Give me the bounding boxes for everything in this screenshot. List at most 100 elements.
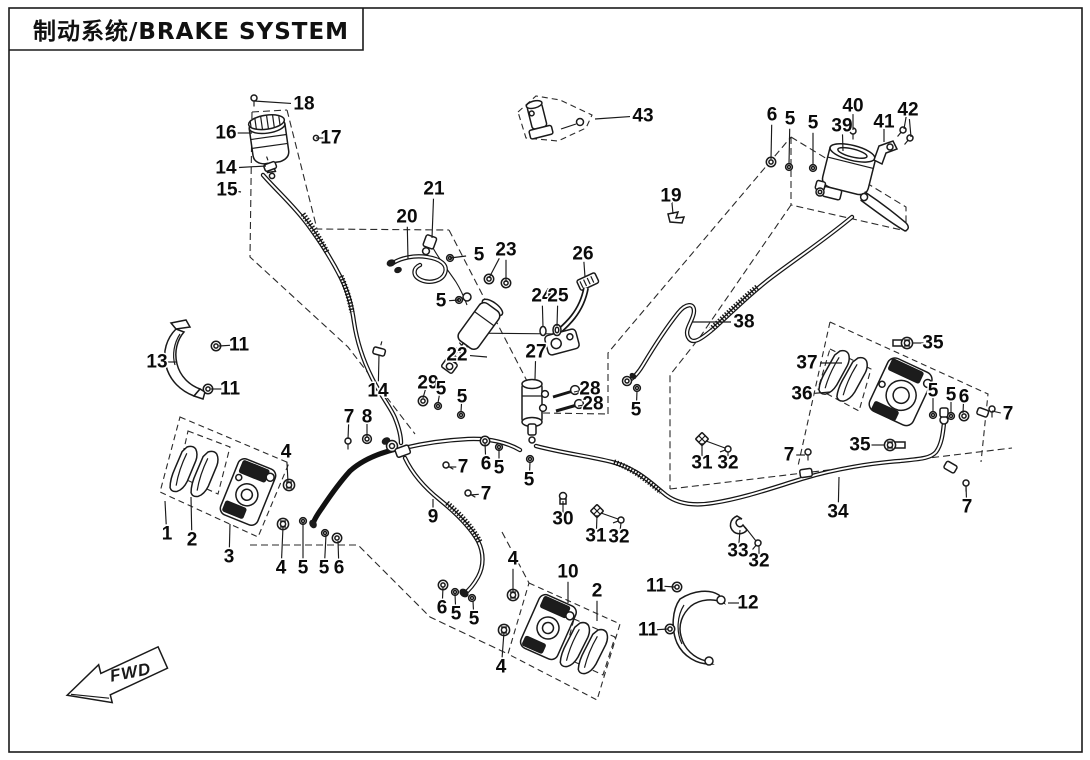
part-number-38: 38 bbox=[733, 312, 754, 333]
part-number-22: 22 bbox=[446, 345, 467, 366]
callout-10: 10 bbox=[556, 560, 580, 603]
callout-34: 34 bbox=[826, 476, 850, 524]
leader-line bbox=[814, 391, 831, 394]
part-number-11: 11 bbox=[229, 335, 250, 356]
switch-43 bbox=[525, 99, 585, 140]
callout-38: 38 bbox=[692, 310, 756, 334]
leader-line bbox=[422, 387, 427, 399]
callout-4: 4 bbox=[494, 631, 508, 679]
callout-15: 15 bbox=[215, 178, 242, 202]
hose-clamp-14a bbox=[263, 156, 278, 172]
part-number-1: 1 bbox=[162, 524, 173, 545]
leader-line bbox=[233, 190, 242, 193]
rear-right-caliper bbox=[868, 357, 933, 427]
part-number-5: 5 bbox=[494, 458, 505, 479]
part-number-23: 23 bbox=[495, 240, 516, 261]
fluid-reservoir bbox=[247, 114, 290, 180]
flange-bolt-7 bbox=[344, 437, 352, 451]
screw-42 bbox=[901, 133, 915, 148]
part-number-41: 41 bbox=[873, 112, 895, 133]
hook-bracket-33 bbox=[729, 515, 748, 535]
callout-35: 35 bbox=[848, 433, 885, 457]
callout-5: 5 bbox=[434, 289, 460, 313]
part-number-32: 32 bbox=[717, 453, 738, 474]
leader-line bbox=[534, 361, 537, 380]
clip-19 bbox=[667, 211, 686, 224]
callout-8: 8 bbox=[360, 405, 374, 437]
callout-35: 35 bbox=[912, 331, 945, 355]
part-number-5: 5 bbox=[808, 113, 819, 134]
leader-line bbox=[501, 631, 505, 658]
part-number-2: 2 bbox=[187, 530, 198, 551]
bleed-bolt-28b bbox=[555, 398, 585, 413]
hose-reservoir-15 bbox=[260, 172, 404, 446]
leader-line bbox=[962, 402, 965, 414]
bolt-35-top bbox=[892, 336, 914, 350]
callout-28: 28 bbox=[573, 377, 602, 401]
callout-7: 7 bbox=[448, 455, 470, 479]
callout-42: 42 bbox=[896, 98, 920, 138]
callout-5: 5 bbox=[449, 243, 486, 267]
callout-7: 7 bbox=[469, 482, 493, 506]
washer-5 bbox=[525, 454, 535, 464]
callout-9: 9 bbox=[426, 499, 440, 529]
parts bbox=[163, 99, 990, 679]
leader-line bbox=[595, 514, 598, 529]
leader-line bbox=[541, 305, 544, 328]
callout-4: 4 bbox=[506, 547, 520, 593]
callout-26: 26 bbox=[571, 242, 595, 278]
part-number-35: 35 bbox=[922, 333, 944, 354]
part-number-5: 5 bbox=[946, 385, 957, 406]
guard-bracket-13 bbox=[163, 319, 206, 400]
leader-line bbox=[991, 410, 1001, 414]
part-number-9: 9 bbox=[428, 507, 439, 528]
leader-line bbox=[337, 540, 340, 559]
leader-line bbox=[228, 523, 231, 548]
leader-line bbox=[238, 165, 267, 169]
bottom-caliper bbox=[519, 593, 577, 661]
hose34-end-fitting bbox=[939, 407, 949, 425]
callout-43: 43 bbox=[594, 104, 655, 128]
leader-line bbox=[594, 116, 631, 120]
leader-line bbox=[738, 529, 741, 544]
callout-41: 41 bbox=[872, 110, 896, 142]
hose-armored-front-caliper bbox=[310, 446, 399, 527]
hose-bottom-9 bbox=[402, 455, 485, 597]
callout-39: 39 bbox=[830, 114, 854, 152]
part-number-5: 5 bbox=[298, 558, 309, 579]
part-number-42: 42 bbox=[897, 100, 918, 121]
callout-17: 17 bbox=[316, 126, 343, 150]
mc-inlet-port bbox=[462, 292, 472, 302]
front-master-cylinder bbox=[821, 143, 909, 232]
part-number-5: 5 bbox=[457, 387, 468, 408]
part-number-37: 37 bbox=[796, 353, 817, 374]
leader-line bbox=[841, 134, 844, 152]
part-number-7: 7 bbox=[1003, 404, 1014, 425]
callout-32: 32 bbox=[716, 451, 740, 475]
leader-line bbox=[908, 119, 912, 138]
callout-5: 5 bbox=[449, 593, 463, 626]
part-number-6: 6 bbox=[437, 598, 448, 619]
part-number-4: 4 bbox=[508, 549, 519, 570]
part-number-4: 4 bbox=[281, 442, 292, 463]
part-number-5: 5 bbox=[319, 558, 330, 579]
part-number-28: 28 bbox=[582, 394, 603, 415]
guard-bracket-12 bbox=[672, 590, 727, 666]
callout-28: 28 bbox=[577, 392, 605, 416]
leader-line bbox=[253, 100, 292, 104]
callout-30: 30 bbox=[551, 501, 575, 531]
caliper-bolt-4 bbox=[282, 478, 296, 492]
part-number-3: 3 bbox=[224, 547, 235, 568]
leader-line bbox=[286, 461, 289, 483]
leader-line bbox=[441, 586, 444, 601]
hose38-end-fitting bbox=[621, 372, 637, 387]
leader-line bbox=[671, 202, 674, 215]
part-number-5: 5 bbox=[524, 470, 535, 491]
hose9-end-fitting bbox=[459, 588, 469, 598]
part-number-17: 17 bbox=[320, 128, 341, 149]
part-number-10: 10 bbox=[557, 562, 578, 583]
part-number-6: 6 bbox=[767, 105, 778, 126]
callout-32: 32 bbox=[607, 522, 631, 549]
part-number-24: 24 bbox=[531, 286, 553, 307]
